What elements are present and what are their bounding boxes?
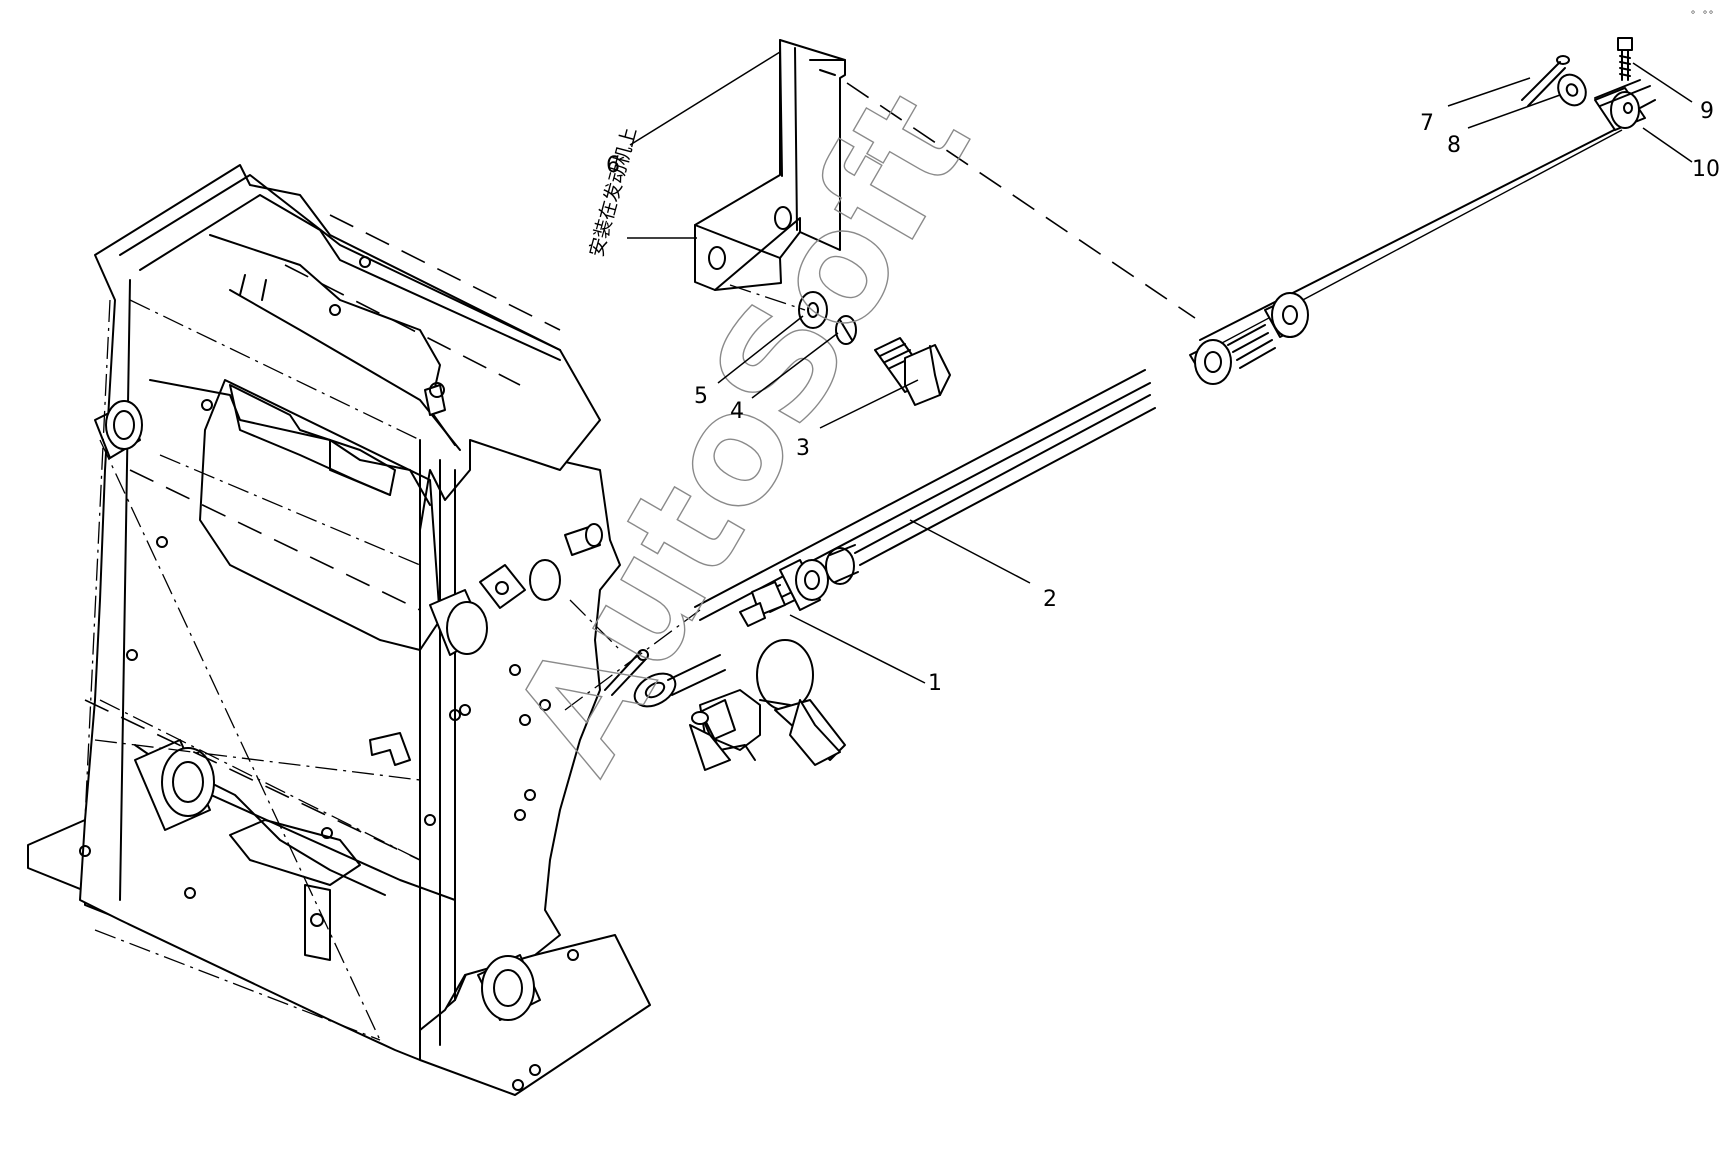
callout-7: 7: [1420, 111, 1434, 136]
lock-washer-4: [835, 315, 857, 345]
callout-6: 6: [606, 153, 620, 178]
bushing-lower-left: [134, 739, 215, 831]
flat-washer-5: [798, 291, 828, 329]
cable-assembly: [564, 126, 1623, 771]
callout-8: 8: [1447, 133, 1461, 158]
corner-mark: ° °°: [1690, 10, 1714, 21]
callout-10: 10: [1692, 157, 1720, 182]
mount-note: 安装在发动机上: [586, 125, 642, 259]
cable-adjuster-nut-rear: [1189, 292, 1309, 385]
leader-4: [751, 332, 839, 399]
engine-mount-bracket: [694, 39, 1196, 319]
pedal-frame: [27, 164, 651, 1096]
bolt-3: [874, 337, 951, 406]
leader-5: [717, 315, 804, 384]
callout-4: 4: [730, 399, 744, 424]
washer-8: [1557, 73, 1587, 107]
leader-7: [1447, 77, 1531, 107]
leader-2: [909, 519, 1031, 584]
callout-5: 5: [694, 384, 708, 409]
leader-9: [1632, 62, 1693, 103]
bushing-middle: [429, 589, 488, 656]
leader-10: [1642, 127, 1693, 163]
cable-end-clevis: [633, 639, 846, 771]
callout-9: 9: [1700, 99, 1714, 124]
callout-3: 3: [796, 436, 810, 461]
callout-1: 1: [928, 671, 942, 696]
set-screw-9: [1617, 37, 1633, 81]
bushing-lower-right: [477, 954, 541, 1021]
callout-2: 2: [1043, 587, 1057, 612]
leader-lines: [629, 51, 1693, 684]
swivel-10: [1594, 79, 1656, 131]
leader-8: [1467, 94, 1561, 129]
cable-adjuster-nut-front: [759, 544, 859, 613]
cotter-pin-7: [1521, 55, 1570, 107]
bushing-upper-left: [94, 400, 143, 459]
leader-1: [789, 614, 926, 684]
leader-6: [629, 51, 781, 146]
callouts: 1 2 3 4 5 6 7 8 9 10: [606, 99, 1720, 696]
leader-3: [819, 379, 919, 429]
